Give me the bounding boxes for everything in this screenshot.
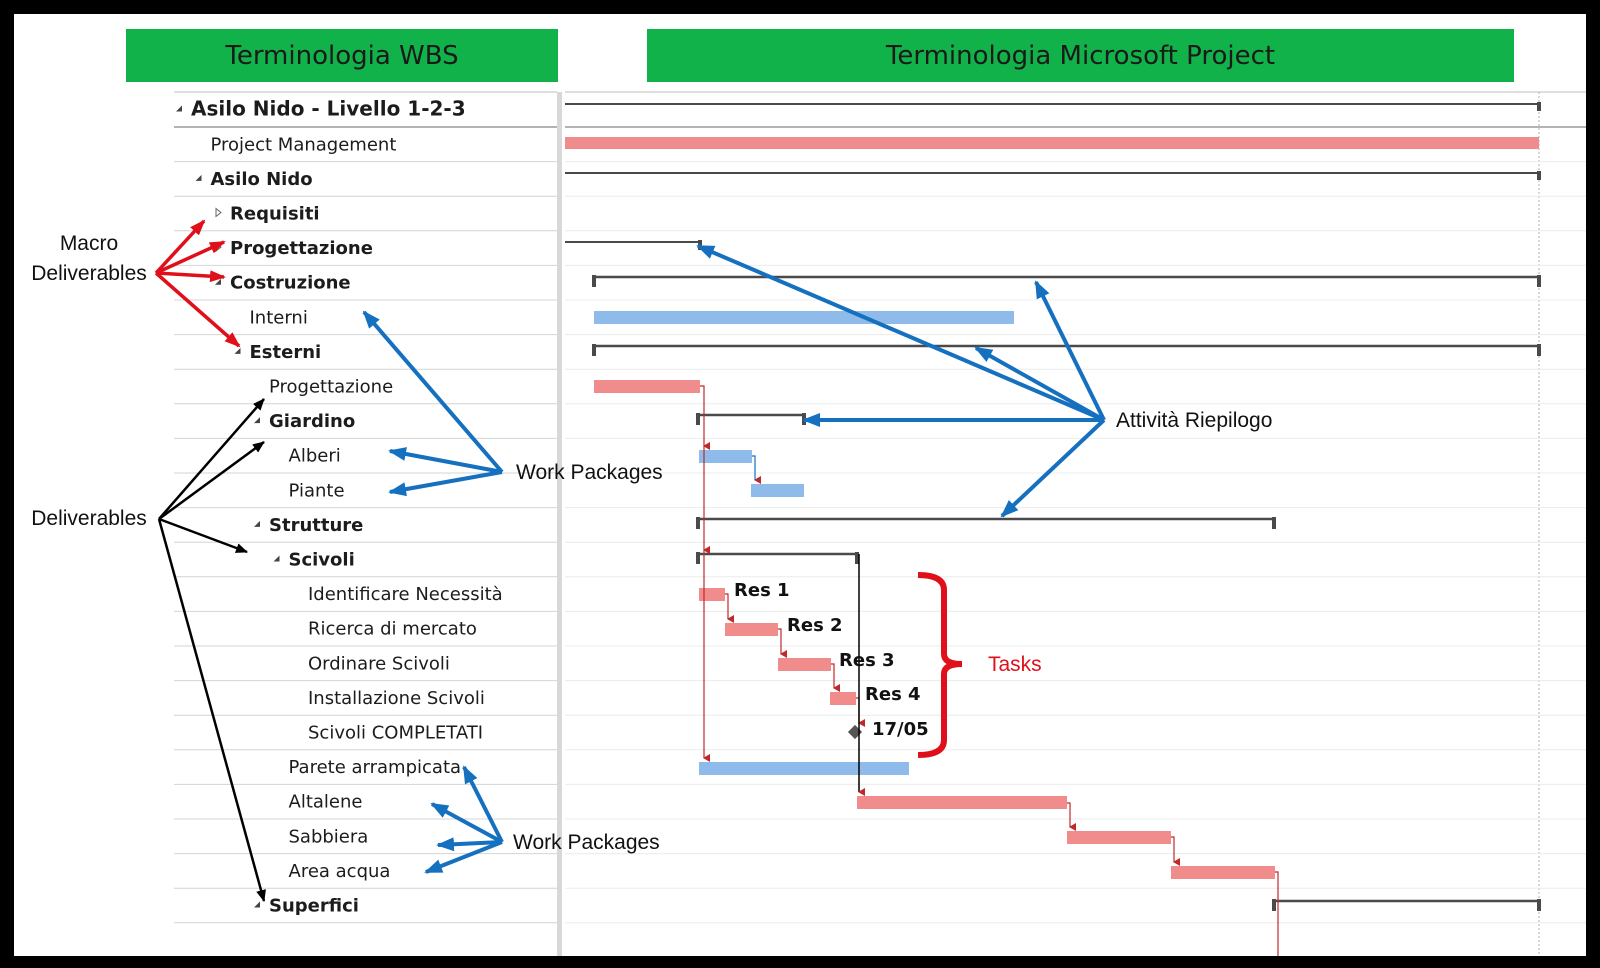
- task-name-row[interactable]: Esterni: [250, 342, 322, 363]
- summary-bar-progettazione: [565, 240, 702, 250]
- task-name-row[interactable]: Scivoli COMPLETATI: [308, 723, 483, 744]
- deliverables-label: Deliverables: [31, 507, 147, 530]
- collapse-triangle-icon[interactable]: [176, 105, 182, 112]
- collapse-triangle-icon[interactable]: [254, 901, 260, 908]
- header-wbs: Terminologia WBS: [126, 29, 558, 82]
- work-package-bar-interni[interactable]: [594, 311, 1014, 324]
- task-name-row[interactable]: Progettazione: [269, 377, 393, 398]
- task-name-row[interactable]: Altalene: [289, 792, 363, 813]
- work-packages-label-2: Work Packages: [513, 831, 660, 854]
- task-bar-altalene[interactable]: [857, 796, 1067, 809]
- task-bar-ricerca-di-mercato[interactable]: [725, 623, 778, 636]
- summary-bar-superfici: [1272, 899, 1541, 911]
- res4-label: Res 4: [865, 684, 921, 705]
- collapse-triangle-icon[interactable]: [254, 520, 260, 527]
- dependency-links: [700, 385, 1279, 956]
- milestone-date-label: 17/05: [872, 719, 929, 740]
- tasks-brace: [917, 572, 963, 758]
- summary-bar-scivoli: [696, 552, 859, 564]
- task-bar-ordinare-scivoli[interactable]: [778, 658, 831, 671]
- work-package-bar-piante[interactable]: [751, 484, 804, 497]
- task-name-row[interactable]: Area acqua: [289, 861, 391, 882]
- res3-label: Res 3: [839, 650, 895, 671]
- task-name-row[interactable]: Alberi: [289, 446, 341, 467]
- task-name-row[interactable]: Scivoli: [289, 550, 355, 571]
- tasks-label: Tasks: [988, 653, 1042, 676]
- header-msproject-label: Terminologia Microsoft Project: [885, 40, 1276, 71]
- task-name-row[interactable]: Piante: [289, 480, 345, 501]
- task-name-row[interactable]: Costruzione: [230, 273, 351, 294]
- task-name-row[interactable]: Ordinare Scivoli: [308, 653, 450, 674]
- work-package-bar-alberi[interactable]: [699, 450, 752, 463]
- deliverables-arrows: [157, 398, 266, 902]
- header-wbs-label: Terminologia WBS: [225, 40, 459, 71]
- summary-bar-asilo-nido: [565, 171, 1541, 180]
- task-name-row[interactable]: Asilo Nido - Livello 1-2-3: [191, 97, 466, 121]
- diagram-frame: Terminologia WBS Terminologia Microsoft …: [14, 14, 1586, 956]
- macro-deliverables-arrows: [154, 219, 241, 348]
- res1-label: Res 1: [734, 580, 790, 601]
- task-bar-installazione-scivoli[interactable]: [830, 692, 856, 705]
- summary-bar-costruzione: [592, 275, 1541, 287]
- header-msproject: Terminologia Microsoft Project: [647, 29, 1514, 82]
- task-name-row[interactable]: Interni: [250, 307, 308, 328]
- work-packages-arrows: [362, 310, 504, 874]
- task-bar-area-acqua[interactable]: [1171, 866, 1275, 879]
- task-name-row[interactable]: Progettazione: [230, 238, 373, 259]
- attivita-riepilogo-label: Attività Riepilogo: [1116, 409, 1272, 432]
- task-name-row[interactable]: Asilo Nido: [211, 169, 313, 190]
- table-splitter[interactable]: [557, 92, 562, 956]
- task-bar-progettazione-esterni[interactable]: [594, 380, 700, 393]
- milestone-scivoli-completati[interactable]: [847, 724, 863, 740]
- task-name-row[interactable]: Project Management: [211, 134, 397, 155]
- task-name-row[interactable]: Installazione Scivoli: [308, 688, 485, 709]
- task-bar-sabbiera[interactable]: [1067, 831, 1171, 844]
- summary-bar-root: [565, 102, 1541, 111]
- work-packages-label-1: Work Packages: [516, 461, 663, 484]
- task-name-row[interactable]: Strutture: [269, 515, 363, 536]
- task-name-row[interactable]: Superfici: [269, 896, 359, 917]
- task-name-row[interactable]: Requisiti: [230, 204, 320, 225]
- task-bar-identificare-necessita[interactable]: [699, 588, 725, 601]
- macro-label: Macro: [60, 232, 118, 255]
- work-package-bar-parete-arrampicata[interactable]: [699, 762, 909, 775]
- task-name-row[interactable]: Parete arrampicata: [289, 757, 462, 778]
- task-name-row[interactable]: Identificare Necessità: [308, 584, 503, 605]
- gantt-chart: [565, 102, 1541, 911]
- task-name-row[interactable]: Giardino: [269, 411, 355, 432]
- task-bar-project-management[interactable]: [565, 137, 1539, 149]
- collapse-triangle-icon[interactable]: [273, 555, 280, 562]
- task-table-grid: [174, 91, 1586, 956]
- collapse-triangle-icon[interactable]: [195, 174, 202, 181]
- task-name-row[interactable]: Sabbiera: [289, 826, 369, 847]
- res2-label: Res 2: [787, 615, 843, 636]
- collapse-triangle-icon[interactable]: [254, 417, 260, 424]
- expand-triangle-icon[interactable]: [215, 207, 222, 218]
- summary-bar-giardino: [696, 413, 806, 425]
- attivita-riepilogo-arrows: [696, 244, 1106, 518]
- collapse-triangle-icon[interactable]: [234, 347, 241, 354]
- task-name-row[interactable]: Ricerca di mercato: [308, 619, 477, 640]
- summary-bar-strutture: [696, 517, 1276, 529]
- annotation-labels: Macro Deliverables Deliverables Work Pac…: [31, 232, 1272, 854]
- deliverables-label-macro: Deliverables: [31, 262, 147, 285]
- collapse-triangle-icon[interactable]: [215, 278, 221, 285]
